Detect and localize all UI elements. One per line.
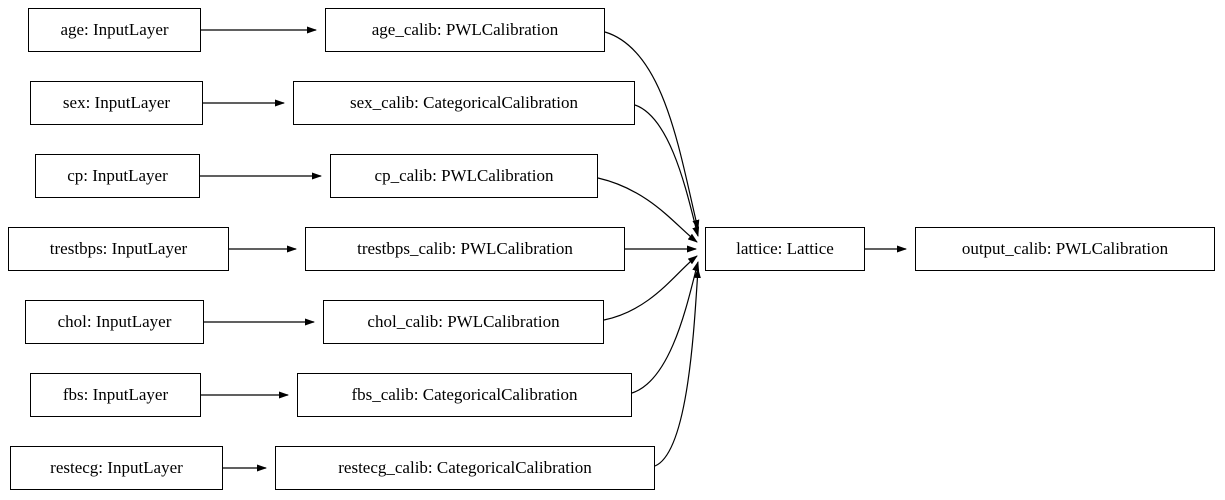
node-age-input: age: InputLayer (28, 8, 201, 52)
node-restecg-calib-label: restecg_calib: CategoricalCalibration (338, 458, 592, 477)
node-restecg-label: restecg: InputLayer (50, 458, 183, 477)
node-chol-calib: chol_calib: PWLCalibration (323, 300, 604, 344)
node-sex-label: sex: InputLayer (62, 93, 171, 112)
node-trestbps-label: trestbps: InputLayer (49, 239, 188, 258)
edge-age_calib-to-lattice (604, 31, 700, 230)
edge-restecg_calib-to-lattice (654, 268, 701, 467)
node-lattice-label: lattice: Lattice (736, 239, 834, 258)
node-age-label: age: InputLayer (60, 20, 169, 39)
node-fbs-label: fbs: InputLayer (62, 385, 169, 404)
node-sex-input: sex: InputLayer (30, 81, 203, 125)
node-trestbps-input: trestbps: InputLayer (8, 227, 229, 271)
node-cp-input: cp: InputLayer (35, 154, 200, 198)
node-lattice: lattice: Lattice (705, 227, 865, 271)
edge-fbs_calib-to-lattice (631, 261, 700, 394)
node-chol-input: chol: InputLayer (25, 300, 204, 344)
node-cp-calib: cp_calib: PWLCalibration (330, 154, 598, 198)
node-restecg-calib: restecg_calib: CategoricalCalibration (275, 446, 655, 490)
node-sex-calib-label: sex_calib: CategoricalCalibration (349, 93, 578, 112)
edge-sex_calib-to-lattice (634, 104, 700, 237)
node-restecg-input: restecg: InputLayer (10, 446, 223, 490)
node-age-calib: age_calib: PWLCalibration (325, 8, 605, 52)
node-output-calib-label: output_calib: PWLCalibration (961, 239, 1169, 258)
node-fbs-calib-label: fbs_calib: CategoricalCalibration (351, 385, 578, 404)
node-fbs-input: fbs: InputLayer (30, 373, 201, 417)
node-fbs-calib: fbs_calib: CategoricalCalibration (297, 373, 632, 417)
node-chol-label: chol: InputLayer (57, 312, 172, 331)
node-age-calib-label: age_calib: PWLCalibration (371, 20, 559, 39)
node-sex-calib: sex_calib: CategoricalCalibration (293, 81, 635, 125)
node-chol-calib-label: chol_calib: PWLCalibration (367, 312, 560, 331)
node-cp-label: cp: InputLayer (67, 166, 168, 185)
node-output-calib: output_calib: PWLCalibration (915, 227, 1215, 271)
node-cp-calib-label: cp_calib: PWLCalibration (374, 166, 554, 185)
node-trestbps-calib-label: trestbps_calib: PWLCalibration (357, 239, 573, 258)
node-trestbps-calib: trestbps_calib: PWLCalibration (305, 227, 625, 271)
